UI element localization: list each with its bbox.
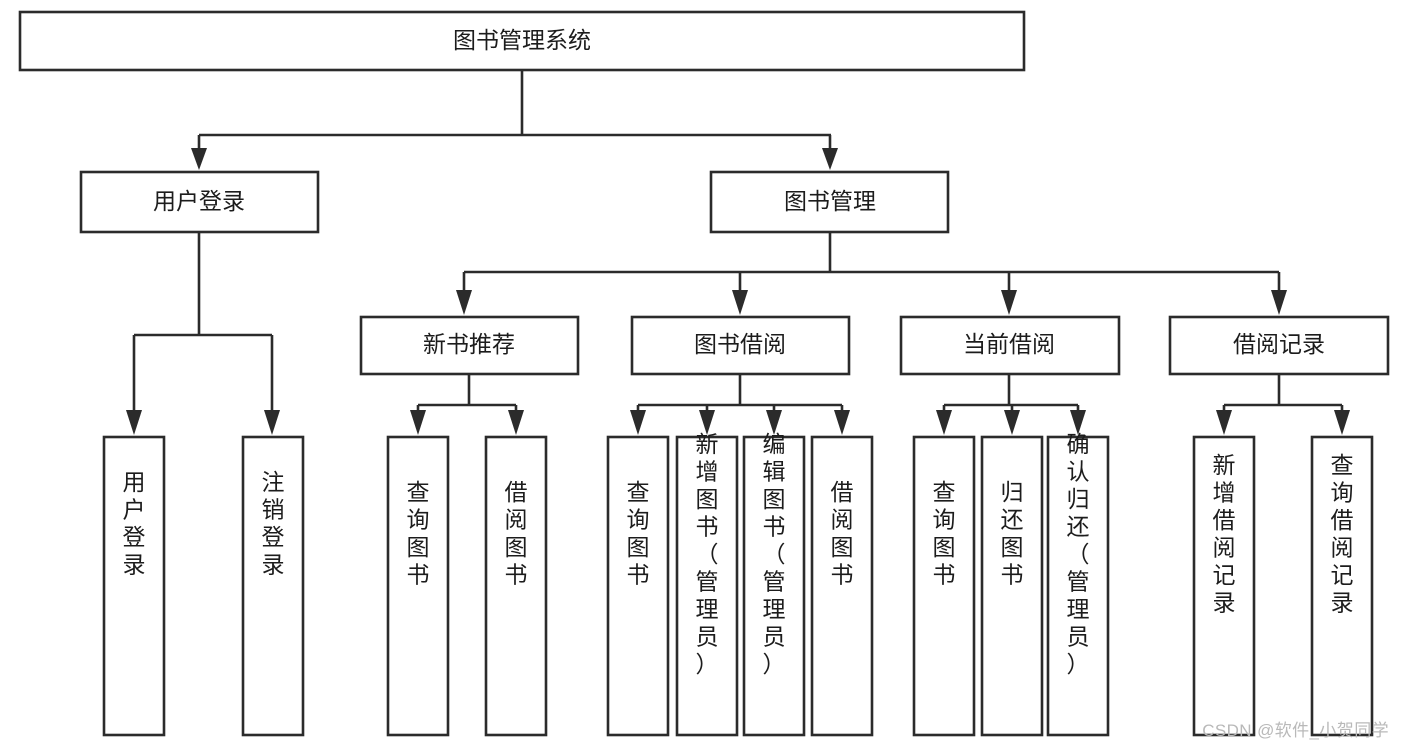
arrow-to-leaf-query-book-a (410, 410, 426, 435)
node-current-borrow[interactable]: 当前借阅 (899, 315, 1121, 376)
node-new-book-recommend[interactable]: 新书推荐 (359, 315, 580, 376)
leaf-node-add-book-admin-box[interactable] (675, 435, 739, 737)
leaf-node-confirm-return-admin-label: 确认归还（管理员） (1067, 431, 1090, 677)
leaf-node-add-book-admin[interactable]: 新增图书（管理员） (675, 431, 739, 737)
leaf-node-borrow-book-b-label: 借阅图书 (831, 479, 854, 588)
leaf-node-query-book-b-label: 查询图书 (627, 479, 650, 588)
connector-bookmanage-to-level3 (456, 232, 1287, 315)
leaf-node-user-login-label: 用户登录 (123, 469, 146, 578)
arrow-to-leaf-user-login (126, 410, 142, 435)
arrow-to-leaf-add-record (1216, 410, 1232, 435)
leaf-node-query-book-b-box[interactable] (606, 435, 670, 737)
arrow-to-current-borrow (1001, 290, 1017, 315)
node-root[interactable]: 图书管理系统 (18, 10, 1026, 72)
arrow-to-leaf-edit-book (766, 410, 782, 435)
node-user-login-box[interactable] (79, 170, 320, 234)
arrow-to-leaf-borrow-book-a (508, 410, 524, 435)
leaf-node-query-book-a-box[interactable] (386, 435, 450, 737)
connector-borrowrecord-to-leaves (1216, 374, 1350, 435)
leaf-node-user-login[interactable]: 用户登录 (102, 435, 166, 737)
node-book-borrow[interactable]: 图书借阅 (630, 315, 851, 376)
node-current-borrow-box[interactable] (899, 315, 1121, 376)
leaf-node-edit-book-admin[interactable]: 编辑图书（管理员） (742, 431, 806, 737)
node-user-login[interactable]: 用户登录 (79, 170, 320, 234)
leaf-node-confirm-return-admin[interactable]: 确认归还（管理员） (1046, 431, 1110, 737)
leaf-node-logout-box[interactable] (241, 435, 305, 737)
node-borrow-record[interactable]: 借阅记录 (1168, 315, 1390, 376)
arrow-to-leaf-query-record (1334, 410, 1350, 435)
arrow-to-new-book-rec (456, 290, 472, 315)
leaf-node-query-book-b[interactable]: 查询图书 (606, 435, 670, 737)
node-borrow-record-label: 借阅记录 (1233, 331, 1325, 357)
arrow-to-book-borrow (732, 290, 748, 315)
connector-bookborrow-to-leaves (630, 374, 850, 435)
leaf-node-add-borrow-record-label: 新增借阅记录 (1213, 452, 1236, 616)
node-book-management-label: 图书管理 (784, 188, 876, 214)
leaf-node-return-book-box[interactable] (980, 435, 1044, 737)
leaf-node-confirm-return-admin-box[interactable] (1046, 435, 1110, 737)
leaf-node-query-borrow-record-label: 查询借阅记录 (1331, 452, 1354, 616)
leaf-node-query-book-a-label: 查询图书 (407, 479, 430, 588)
arrow-to-borrow-record (1271, 290, 1287, 315)
arrow-to-leaf-add-book (699, 410, 715, 435)
connector-userlogin-to-leaves (126, 232, 280, 435)
connector-currentborrow-to-leaves (936, 374, 1086, 435)
arrow-to-user-login (191, 148, 207, 170)
leaf-node-edit-book-admin-box[interactable] (742, 435, 806, 737)
leaf-node-query-borrow-record-box[interactable] (1310, 435, 1374, 737)
leaf-node-add-book-admin-label: 新增图书（管理员） (696, 431, 719, 677)
arrow-to-leaf-query-book-b (630, 410, 646, 435)
leaf-node-borrow-book-a-box[interactable] (484, 435, 548, 737)
arrow-to-leaf-confirm-return (1070, 410, 1086, 435)
arrow-to-leaf-return-book (1004, 410, 1020, 435)
node-book-borrow-label: 图书借阅 (694, 331, 786, 357)
leaf-node-borrow-book-a-label: 借阅图书 (505, 479, 528, 588)
leaf-node-add-borrow-record[interactable]: 新增借阅记录 (1192, 435, 1256, 737)
connector-newbook-to-leaves (410, 374, 524, 435)
node-new-book-recommend-label: 新书推荐 (423, 331, 515, 357)
leaf-node-query-book-c[interactable]: 查询图书 (912, 435, 976, 737)
leaf-node-logout[interactable]: 注销登录 (241, 435, 305, 737)
leaf-node-return-book-label: 归还图书 (1001, 479, 1024, 588)
arrow-to-leaf-query-book-c (936, 410, 952, 435)
leaf-node-query-book-a[interactable]: 查询图书 (386, 435, 450, 737)
node-book-borrow-box[interactable] (630, 315, 851, 376)
leaf-node-query-book-c-box[interactable] (912, 435, 976, 737)
leaf-node-query-borrow-record[interactable]: 查询借阅记录 (1310, 435, 1374, 737)
leaf-node-logout-label: 注销登录 (262, 469, 285, 578)
connector-root-to-level2 (191, 70, 838, 170)
leaf-node-return-book[interactable]: 归还图书 (980, 435, 1044, 737)
leaf-node-borrow-book-b[interactable]: 借阅图书 (810, 435, 874, 737)
arrow-to-leaf-logout (264, 410, 280, 435)
node-new-book-recommend-box[interactable] (359, 315, 580, 376)
arrow-to-leaf-borrow-book-b (834, 410, 850, 435)
csdn-watermark: CSDN @软件_小贺同学 (1202, 721, 1389, 740)
leaf-node-borrow-book-b-box[interactable] (810, 435, 874, 737)
arrow-to-book-manage (822, 148, 838, 170)
leaf-node-borrow-book-a[interactable]: 借阅图书 (484, 435, 548, 737)
node-current-borrow-label: 当前借阅 (963, 331, 1055, 357)
leaf-node-add-borrow-record-box[interactable] (1192, 435, 1256, 737)
node-root-label: 图书管理系统 (453, 27, 591, 53)
node-book-management-box[interactable] (709, 170, 950, 234)
node-borrow-record-box[interactable] (1168, 315, 1390, 376)
node-book-management[interactable]: 图书管理 (709, 170, 950, 234)
leaf-node-user-login-box[interactable] (102, 435, 166, 737)
leaf-node-edit-book-admin-label: 编辑图书（管理员） (763, 431, 786, 677)
node-root-box[interactable] (18, 10, 1026, 72)
node-user-login-label: 用户登录 (153, 188, 245, 214)
leaf-node-query-book-c-label: 查询图书 (933, 479, 956, 588)
